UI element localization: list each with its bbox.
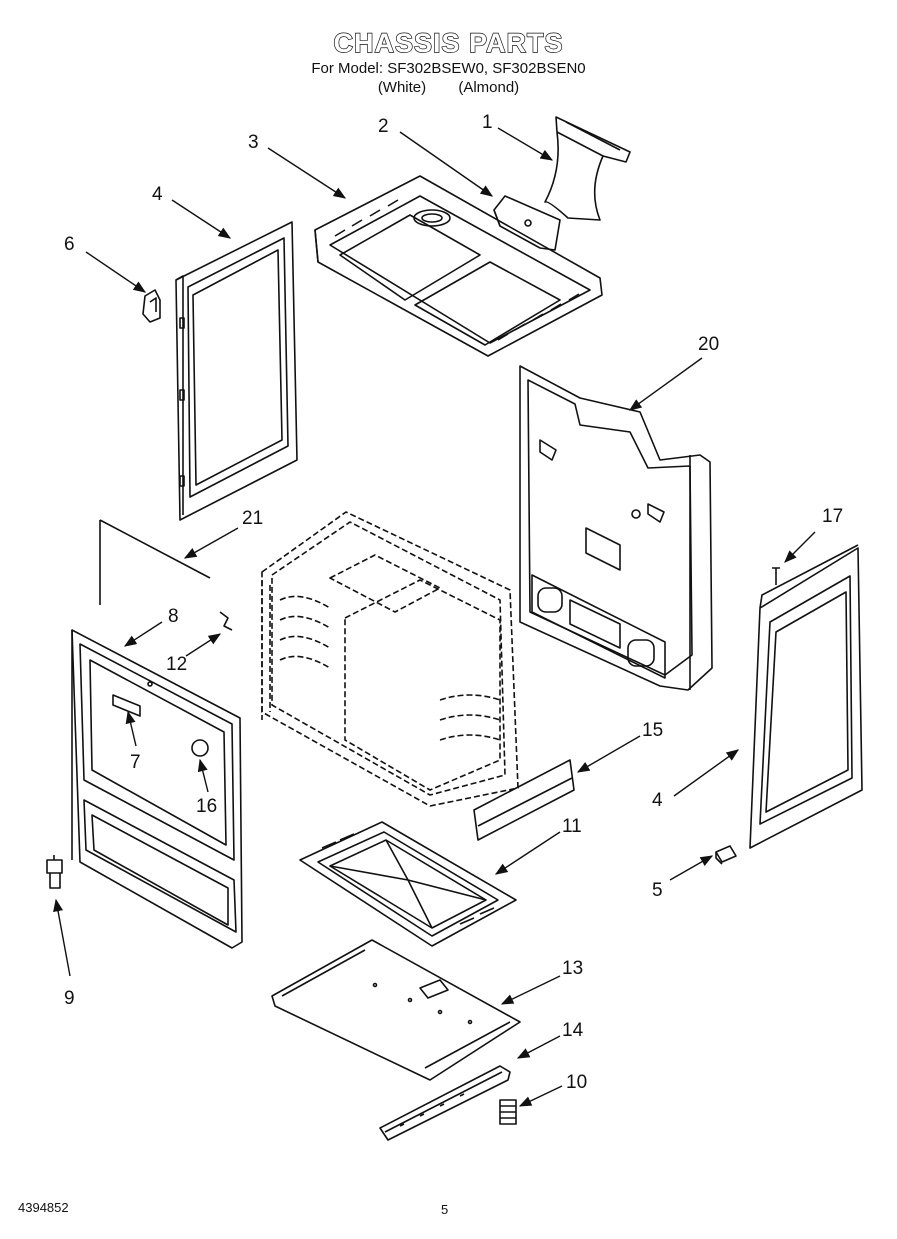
vent-bracket <box>493 195 561 251</box>
variant-almond: (Almond) <box>458 79 520 96</box>
bottom-rail <box>379 1065 511 1141</box>
leveling-leg-front <box>46 855 63 889</box>
side-panel-left <box>175 221 298 521</box>
leader-lines <box>53 127 816 1107</box>
callout-2: 2 <box>378 116 389 137</box>
callout-5: 5 <box>652 880 663 901</box>
clip-bracket <box>142 289 161 323</box>
door-seal <box>99 519 211 605</box>
part-number: 4394852 <box>18 1200 69 1215</box>
vent-duct <box>544 116 631 221</box>
callout-8: 8 <box>168 606 179 627</box>
front-frame <box>71 629 243 949</box>
callout-16: 16 <box>196 796 217 817</box>
callout-12: 12 <box>166 654 187 675</box>
callout-21: 21 <box>242 508 263 529</box>
rear-panel <box>519 365 713 691</box>
callout-4-right: 4 <box>652 790 663 811</box>
oven-cavity <box>261 511 519 807</box>
callout-14: 14 <box>562 1020 584 1041</box>
callout-6: 6 <box>64 234 75 255</box>
page-number: 5 <box>441 1202 449 1217</box>
top-panel <box>314 175 603 357</box>
callout-13: 13 <box>562 958 583 979</box>
callout-17: 17 <box>822 506 843 527</box>
callout-3: 3 <box>248 132 259 153</box>
callout-11: 11 <box>562 816 582 837</box>
callout-4-left: 4 <box>152 184 163 205</box>
small-bracket <box>715 845 737 865</box>
callout-10: 10 <box>566 1072 587 1093</box>
screw <box>772 567 780 585</box>
callout-20: 20 <box>698 334 719 355</box>
trim-strip <box>473 759 575 841</box>
callout-9: 9 <box>64 988 75 1009</box>
callout-15: 15 <box>642 720 663 741</box>
model-line: For Model: SF302BSEW0, SF302BSEN0 <box>311 60 586 77</box>
variant-line: (White) (Almond) <box>0 79 897 96</box>
callout-1: 1 <box>482 112 493 133</box>
bottom-frame <box>299 821 517 947</box>
callout-7: 7 <box>130 752 141 773</box>
spring-clip <box>219 611 233 631</box>
variant-white: (White) <box>377 79 427 96</box>
side-panel-right <box>749 544 863 849</box>
burner-floor <box>271 939 521 1081</box>
page-title: CHASSIS PARTS <box>333 27 564 58</box>
leveling-leg-rear <box>499 1099 517 1125</box>
